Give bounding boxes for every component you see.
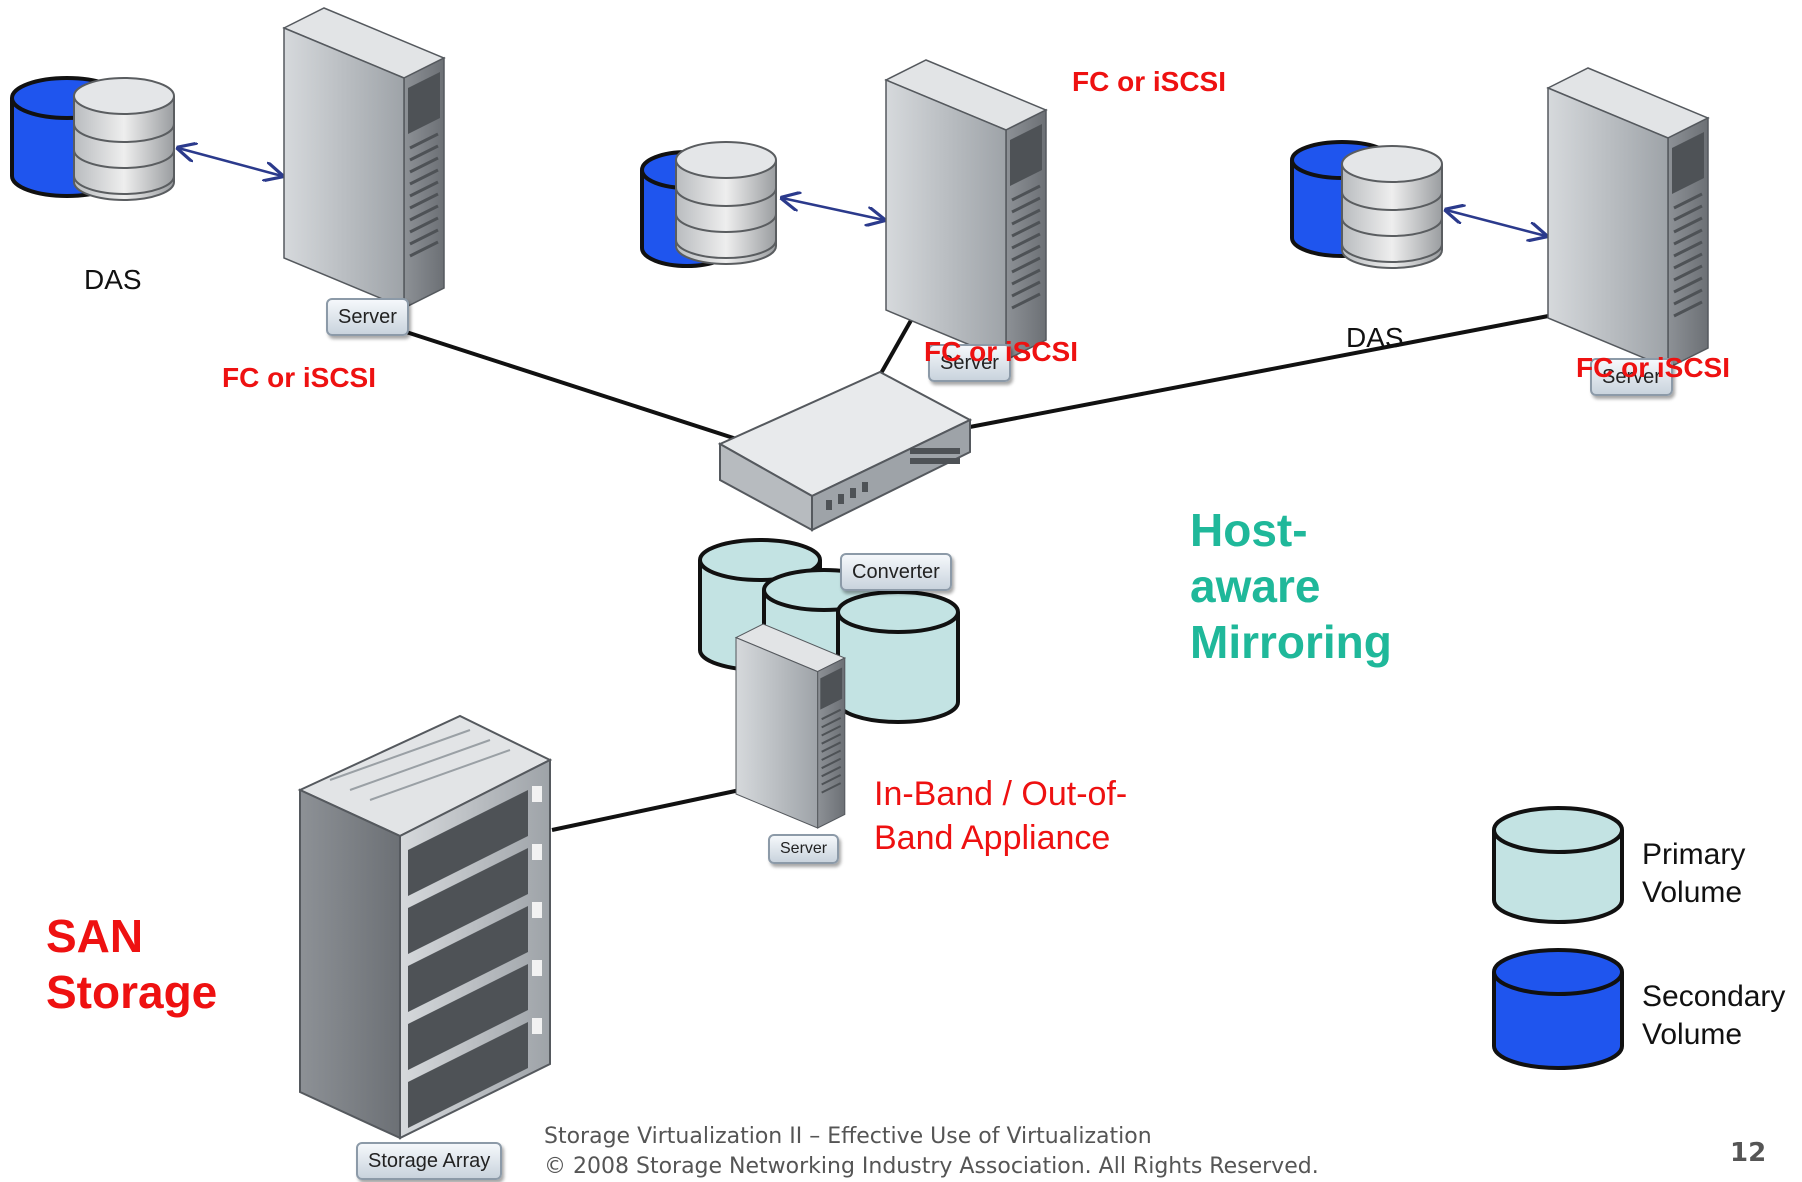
server-1-tag: Server xyxy=(326,298,409,336)
appliance-label: In-Band / Out-of- Band Appliance xyxy=(874,772,1127,860)
san-storage-line-2: Storage xyxy=(46,966,218,1018)
fc-iscsi-label-left: FC or iSCSI xyxy=(222,362,377,393)
san-storage-label: SAN Storage xyxy=(46,908,217,1020)
server-3-icon xyxy=(1546,66,1710,370)
page-number: 12 xyxy=(1730,1138,1767,1168)
link-server1-switch xyxy=(399,328,753,446)
das-link-right xyxy=(1446,210,1546,236)
das-link-middle xyxy=(782,198,884,220)
host-aware-line-2: aware xyxy=(1190,560,1321,612)
das-link-left xyxy=(178,148,282,176)
das-disk-stack-left-icon xyxy=(73,77,175,201)
appliance-line-2: Band Appliance xyxy=(874,819,1111,857)
das-disk-stack-middle-icon xyxy=(675,141,777,265)
appliance-server-icon xyxy=(734,622,846,830)
server-2-icon xyxy=(884,58,1048,362)
legend-primary-volume-icon xyxy=(1492,806,1624,924)
legend-secondary-line-2: Volume xyxy=(1642,1018,1743,1051)
link-server3-switch xyxy=(901,306,1591,442)
san-storage-line-1: SAN xyxy=(46,910,144,962)
server-1-icon xyxy=(282,6,446,310)
host-aware-line-3: Mirroring xyxy=(1190,616,1392,668)
server-2-tag: Server xyxy=(928,344,1011,382)
footer-line-1: Storage Virtualization II – Effective Us… xyxy=(544,1124,1152,1149)
storage-array-icon xyxy=(297,714,553,1140)
storage-array-tag: Storage Array xyxy=(356,1142,503,1180)
das-label-left: DAS xyxy=(84,264,142,295)
legend-secondary-label: Secondary Volume xyxy=(1642,978,1785,1054)
das-disk-stack-right-icon xyxy=(1341,145,1443,269)
legend-primary-line-1: Primary xyxy=(1642,838,1746,871)
appliance-line-1: In-Band / Out-of- xyxy=(874,775,1128,813)
legend-secondary-volume-icon xyxy=(1492,948,1624,1070)
fc-iscsi-label-top: FC or iSCSI xyxy=(1072,66,1227,97)
host-aware-mirroring-label: Host- aware Mirroring xyxy=(1190,502,1392,670)
link-array-appliance xyxy=(551,788,741,832)
server-3-tag: Server xyxy=(1590,358,1673,396)
fc-links xyxy=(399,306,1591,832)
legend-primary-line-2: Volume xyxy=(1642,876,1743,909)
converter-tag: Converter xyxy=(840,553,952,591)
appliance-server-tag: Server xyxy=(768,834,840,864)
footer-text: Storage Virtualization II – Effective Us… xyxy=(544,1122,1319,1182)
legend-primary-label: Primary Volume xyxy=(1642,836,1745,912)
footer-line-2: © 2008 Storage Networking Industry Assoc… xyxy=(544,1154,1319,1179)
fc-iscsi-label-right: FC or iSCSI xyxy=(1576,352,1731,383)
legend-secondary-line-1: Secondary xyxy=(1642,980,1786,1013)
das-label-right: DAS xyxy=(1346,322,1404,353)
switch-icon xyxy=(717,370,973,532)
host-aware-line-1: Host- xyxy=(1190,504,1308,556)
fc-iscsi-label-middle: FC or iSCSI xyxy=(924,336,1079,367)
